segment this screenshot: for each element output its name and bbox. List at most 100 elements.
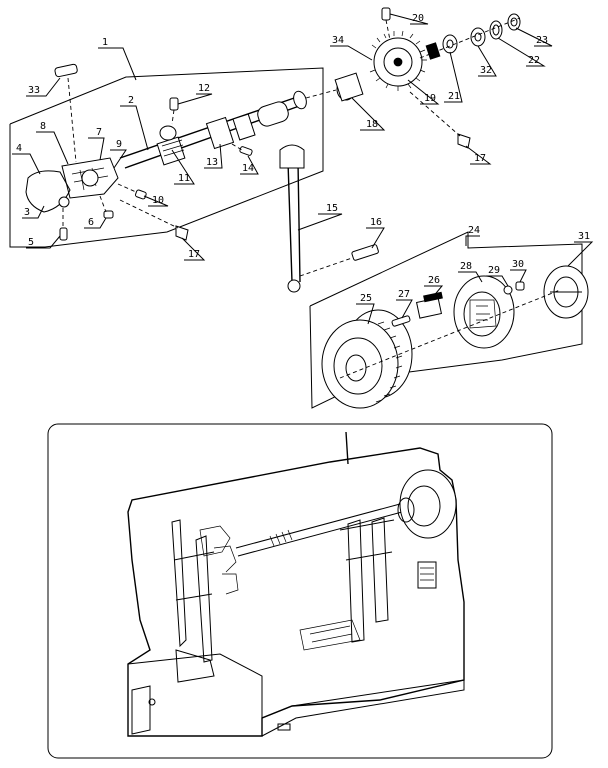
shaft-axis-line	[305, 89, 337, 99]
leader-16	[366, 227, 385, 249]
leader-9	[110, 149, 127, 169]
machine-bed	[127, 653, 263, 737]
spool-pin	[345, 431, 349, 465]
callout-3: 3	[24, 207, 30, 218]
leader-29	[486, 275, 509, 287]
screw-17-left	[175, 225, 189, 241]
connecting-rod-top	[279, 144, 305, 169]
callout-11: 11	[178, 173, 190, 184]
callout-9: 9	[116, 139, 122, 150]
machine-overview	[47, 423, 553, 759]
screw-17-left-axis	[119, 199, 179, 229]
shaft-end-parts-group	[334, 7, 521, 149]
callout-27: 27	[398, 289, 410, 300]
callout-30: 30	[512, 259, 524, 270]
washer-21-block	[425, 42, 441, 60]
callout-2: 2	[128, 95, 134, 106]
washer-23-hole	[510, 17, 518, 27]
clutch-plate-28-inner	[463, 291, 501, 337]
leader-6	[84, 217, 107, 229]
pin-27	[391, 315, 411, 327]
part-33-felt	[54, 63, 78, 78]
leader-11	[171, 149, 195, 185]
leader-12	[177, 93, 213, 105]
screw-29	[503, 285, 513, 295]
washer-axis	[419, 17, 521, 59]
callout-23: 23	[536, 35, 548, 46]
handwheel-assembly-group	[309, 231, 589, 409]
face-plate-screw	[148, 698, 156, 706]
callout-leaders	[12, 13, 594, 325]
callout-26: 26	[428, 275, 440, 286]
side-badge	[417, 561, 437, 589]
group-leader-1	[98, 47, 137, 81]
crank-hub	[81, 169, 99, 187]
leader-18	[351, 97, 386, 131]
leader-10	[143, 195, 169, 207]
washer-22	[489, 20, 503, 40]
washer-23	[507, 13, 521, 31]
leader-23	[515, 27, 553, 47]
leader-13	[204, 143, 223, 169]
callout-17b: 17	[474, 153, 486, 164]
callout-21: 21	[448, 91, 460, 102]
connecting-rod-eye	[287, 279, 301, 293]
screw-12-axis	[171, 109, 175, 125]
overview-frame	[47, 423, 553, 759]
feed-mechanism	[339, 517, 395, 643]
arm-shaft-assembly-group	[9, 47, 379, 293]
leader-4	[12, 153, 41, 175]
leader-28	[458, 271, 483, 283]
callout-24: 24	[468, 225, 480, 236]
pin-16	[351, 244, 379, 261]
callout-16: 16	[370, 217, 382, 228]
screw-5	[59, 227, 68, 241]
leader-21	[444, 51, 463, 103]
presser-foot	[175, 649, 215, 683]
washer-21-hole	[446, 39, 454, 49]
leader-32	[477, 45, 497, 77]
handwheel-25-inner	[333, 337, 383, 395]
screw-30	[515, 281, 525, 291]
crank-plate	[61, 157, 119, 199]
gear-19-inner	[383, 47, 413, 77]
shaft-thread-detail	[269, 529, 293, 547]
gear-19-teeth	[369, 30, 427, 91]
handwheel-axis	[339, 289, 561, 379]
needle-bar-mechanism	[171, 519, 215, 663]
handwheel-25-knurl	[375, 321, 403, 403]
callout-5: 5	[28, 237, 34, 248]
washer-22-hole	[492, 24, 500, 36]
callout-18: 18	[366, 119, 378, 130]
shaft-collar	[156, 136, 186, 166]
connecting-rod	[287, 161, 301, 283]
leader-15	[297, 213, 343, 231]
leader-30	[510, 269, 527, 283]
leader-17a	[181, 237, 206, 261]
handwheel-25-hub	[345, 354, 367, 382]
leader-5	[26, 235, 61, 249]
callout-31: 31	[578, 231, 590, 242]
screw-20	[381, 7, 391, 21]
leader-25	[356, 303, 375, 325]
machine-arm-shaft	[235, 503, 403, 557]
screw-14-axis	[231, 143, 243, 151]
callout-6: 6	[88, 217, 94, 228]
callout-13: 13	[206, 157, 218, 168]
callout-8: 8	[40, 121, 46, 132]
callout-17a: 17	[188, 249, 200, 260]
callout-15: 15	[326, 203, 338, 214]
side-badge-detail	[420, 567, 434, 581]
leader-2	[120, 105, 149, 151]
callout-25: 25	[360, 293, 372, 304]
pin-16-axis	[299, 257, 353, 277]
shaft-end	[293, 90, 307, 110]
callout-1: 1	[102, 37, 108, 48]
shaft-bushing	[232, 113, 256, 141]
clutch-plate-28-detail	[469, 299, 497, 329]
leader-17b	[465, 145, 492, 165]
screw-20-axis	[385, 19, 391, 41]
callout-29: 29	[488, 265, 500, 276]
callout-32: 32	[480, 65, 492, 76]
